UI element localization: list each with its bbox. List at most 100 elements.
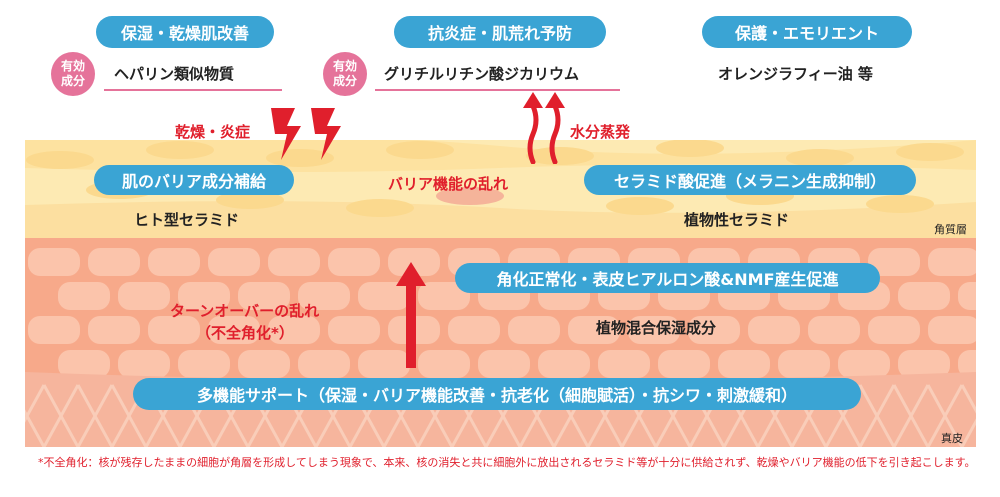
stratum-flake xyxy=(146,141,214,159)
epidermis-cell xyxy=(868,316,920,344)
epidermis-cell xyxy=(748,316,800,344)
epidermis-cell xyxy=(178,282,230,310)
epidermis-cell xyxy=(688,316,740,344)
stratum-flake xyxy=(526,147,594,165)
epidermis-cell xyxy=(658,350,710,378)
dermis-fiber xyxy=(892,384,930,447)
keratinization-pill: 角化正常化・表皮ヒアルロン酸&NMF産生促進 xyxy=(455,263,880,293)
col3-heading-pill: 保護・エモリエント xyxy=(702,16,912,48)
epidermis-cell xyxy=(88,316,140,344)
epidermis-cell xyxy=(118,350,170,378)
col1-active-ingredient-badge: 有効成分 xyxy=(51,52,95,96)
epidermis-cell xyxy=(928,248,976,276)
stratum-flake xyxy=(26,151,94,169)
plant-ceramide-label: 植物性セラミド xyxy=(684,211,790,229)
epidermis-cell xyxy=(88,248,140,276)
epidermis-cell xyxy=(358,282,410,310)
epidermis-cell xyxy=(568,316,620,344)
epidermis-cell xyxy=(598,350,650,378)
lightning-icon xyxy=(271,108,341,160)
dermis-fiber xyxy=(858,384,896,447)
stratum-flake xyxy=(786,149,854,167)
col1-ingredient: ヘパリン類似物質 xyxy=(114,65,235,83)
stratum-lower-band xyxy=(25,201,976,240)
epidermis-cell xyxy=(268,316,320,344)
dryness-label: 乾燥・炎症 xyxy=(175,123,251,141)
up-arrow-icon xyxy=(396,262,426,368)
ceramide-promotion-pill: セラミド酸促進（メラニン生成抑制） xyxy=(584,165,916,195)
epidermis-cell xyxy=(538,350,590,378)
dermis-fiber xyxy=(926,384,964,447)
epidermis-cell xyxy=(838,350,890,378)
epidermis-cell xyxy=(238,282,290,310)
col3-heading: 保護・エモリエント xyxy=(734,24,879,43)
steam-arrow-icon xyxy=(523,92,565,164)
human-ceramide-label: ヒト型セラミド xyxy=(134,211,240,229)
epidermis-cell xyxy=(928,316,976,344)
keratinization-label: 角化正常化・表皮ヒアルロン酸&NMF産生促進 xyxy=(496,270,839,289)
epidermis-cell xyxy=(328,248,380,276)
col2-underline xyxy=(375,89,620,91)
epidermis-cell xyxy=(148,316,200,344)
stratum-flake xyxy=(436,187,504,205)
epidermis-cell xyxy=(508,316,560,344)
plant-moisturizer-label: 植物混合保湿成分 xyxy=(596,319,717,337)
epidermis-cell xyxy=(958,350,976,378)
epidermis-cell xyxy=(208,316,260,344)
epidermis-cell xyxy=(148,248,200,276)
epidermis-cell xyxy=(868,248,920,276)
dermis-fiber xyxy=(25,384,46,447)
epidermis-cell xyxy=(778,350,830,378)
epidermis-cell xyxy=(448,316,500,344)
stratum-flake xyxy=(606,197,674,215)
turnover-disorder-label: ターンオーバーの乱れ xyxy=(170,302,320,320)
barrier-supply-pill: 肌のバリア成分補給 xyxy=(94,165,294,195)
stratum-top-band xyxy=(25,140,976,172)
epidermis-cell xyxy=(418,350,470,378)
multifunction-support-label: 多機能サポート（保湿・バリア機能改善・抗老化（細胞賦活）・抗シワ・刺激緩和） xyxy=(196,386,797,405)
stratum-flake xyxy=(866,195,934,213)
barrier-disorder-label: バリア機能の乱れ xyxy=(388,175,509,193)
epidermis-cell xyxy=(418,282,470,310)
dermis-fiber xyxy=(960,384,976,447)
epidermis-cell xyxy=(298,350,350,378)
col2-heading-pill: 抗炎症・肌荒れ予防 xyxy=(394,16,606,48)
col1-badge-line1: 有効 xyxy=(60,59,85,73)
epidermis-cell xyxy=(118,282,170,310)
epidermis-cell xyxy=(28,316,80,344)
stratum-flake xyxy=(386,141,454,159)
epidermis-cell xyxy=(358,350,410,378)
epidermis-cell xyxy=(28,248,80,276)
epidermis-cell xyxy=(898,350,950,378)
stratum-flake xyxy=(216,191,284,209)
epidermis-cell xyxy=(178,350,230,378)
epidermis-cell xyxy=(268,248,320,276)
col1-heading-pill: 保湿・乾燥肌改善 xyxy=(96,16,274,48)
epidermis-cell xyxy=(628,316,680,344)
stratum-corneum-label: 角質層 xyxy=(934,223,967,236)
parakeratosis-label: （不全角化*） xyxy=(196,324,294,342)
evaporation-label: 水分蒸発 xyxy=(570,123,631,141)
stratum-flake xyxy=(656,140,724,157)
multifunction-support-pill: 多機能サポート（保湿・バリア機能改善・抗老化（細胞賦活）・抗シワ・刺激緩和） xyxy=(133,378,861,410)
col1-underline xyxy=(104,89,282,91)
col2-ingredient: グリチルリチン酸ジカリウム xyxy=(384,65,580,83)
epidermis-cell xyxy=(58,282,110,310)
col2-badge-line1: 有効 xyxy=(332,59,357,73)
epidermis-cell xyxy=(478,350,530,378)
ceramide-promotion-label: セラミド酸促進（メラニン生成抑制） xyxy=(613,172,886,191)
epidermis-cell xyxy=(388,248,440,276)
epidermis-cell xyxy=(808,316,860,344)
epidermis-cell xyxy=(718,350,770,378)
epidermis-cell xyxy=(208,248,260,276)
col2-badge-line2: 成分 xyxy=(332,74,357,88)
footnote: *不全角化：核が残存したままの細胞が角層を形成してしまう現象で、本来、核の消失と… xyxy=(38,456,976,469)
stratum-flake xyxy=(346,199,414,217)
barrier-supply-label: 肌のバリア成分補給 xyxy=(121,172,266,191)
col3-ingredient: オレンジラフィー油 等 xyxy=(718,65,873,83)
epidermis-cell xyxy=(958,282,976,310)
col1-heading: 保湿・乾燥肌改善 xyxy=(120,24,249,43)
col1-badge-line2: 成分 xyxy=(60,74,85,88)
dermis-fiber xyxy=(42,384,80,447)
